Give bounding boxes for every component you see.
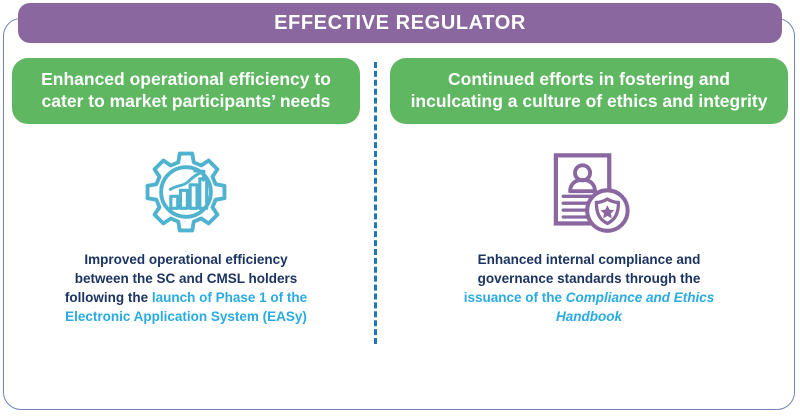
caption-left-line4-highlight: Electronic Application System (EASy) [65,309,307,325]
caption-right: Enhanced internal compliance and governa… [390,250,788,327]
caption-left-line1: Improved operational efficiency [84,252,288,267]
columns-container: Enhanced operational efficiency to cater… [0,58,800,358]
caption-right-line3: issuance of the Compliance and Ethics [438,288,740,307]
compliance-document-badge-icon [553,153,630,233]
icon-wrap-left [12,146,360,242]
heading-right-line1: Continued efforts in fostering and [448,69,730,90]
heading-left-line1: Enhanced operational efficiency to [41,69,331,90]
icon-wrap-right [390,146,788,242]
gear-growth-chart-icon [145,151,227,233]
caption-left-line3: following the launch of Phase 1 of the [30,288,342,307]
caption-right-line4-italic: Handbook [556,309,622,325]
caption-right-line3-italic: Compliance and Ethics [565,290,715,306]
caption-right-line1: Enhanced internal compliance and [477,252,701,267]
caption-left-line2: between the SC and CMSL holders [74,271,298,287]
banner-effective-regulator: EFFECTIVE REGULATOR [18,3,782,43]
page-title: EFFECTIVE REGULATOR [274,11,526,34]
heading-pill-right: Continued efforts in fostering and incul… [390,58,788,124]
caption-left-line3-highlight: launch of Phase 1 of the [151,290,308,306]
heading-pill-left: Enhanced operational efficiency to cater… [12,58,360,124]
column-divider [374,62,377,344]
heading-right-line2: inculcating a culture of ethics and inte… [410,91,768,111]
column-left: Enhanced operational efficiency to cater… [12,58,360,358]
caption-left: Improved operational efficiency between … [12,250,360,327]
caption-left-line3-plain: following the [64,290,152,306]
caption-right-line2: governance standards through the [477,271,701,287]
column-right: Continued efforts in fostering and incul… [390,58,788,358]
caption-right-line3-highlight: issuance of the [463,290,566,306]
heading-left-line2: cater to market participants’ needs [41,91,331,111]
